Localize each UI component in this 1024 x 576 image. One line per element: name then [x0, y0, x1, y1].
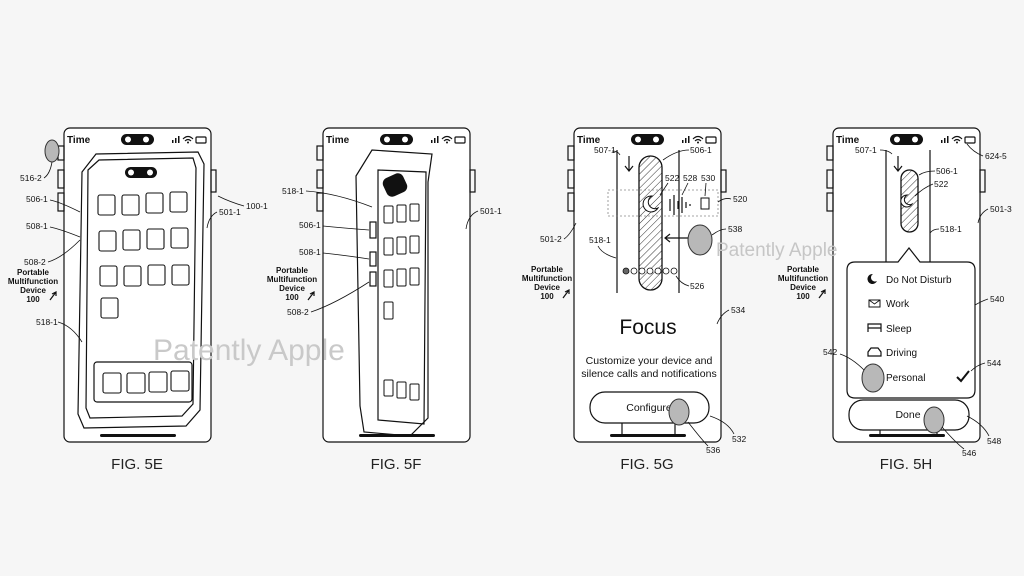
configure-button-label: Configure: [626, 402, 672, 414]
volume-down-button: [58, 193, 64, 211]
focus-title: Focus: [619, 316, 676, 339]
ref-label: 522: [934, 179, 948, 189]
ref-label: 508-1: [26, 221, 48, 231]
ref-label: 507-1: [594, 145, 616, 155]
svg-text:Device: Device: [534, 283, 560, 292]
ref-label: 520: [733, 194, 747, 204]
svg-text:Device: Device: [279, 284, 305, 293]
touch-contact: [45, 140, 59, 162]
ref-label: 518-1: [36, 317, 58, 327]
svg-text:100: 100: [540, 292, 554, 301]
menu-item-label: Work: [886, 299, 910, 310]
configure-button[interactable]: Configure: [590, 392, 709, 423]
done-button[interactable]: Done: [849, 400, 969, 430]
ref-label: 506-1: [26, 194, 48, 204]
watermark: Patently Apple: [153, 334, 345, 367]
ref-label: 530: [701, 173, 715, 183]
ref-label: 518-1: [282, 186, 304, 196]
ref-label: 508-1: [299, 247, 321, 257]
touch-contact: [688, 225, 712, 255]
watermark: Patently Apple: [716, 240, 837, 261]
ref-label: 534: [731, 305, 745, 315]
ref-label: 508-2: [24, 257, 46, 267]
ref-label: 540: [990, 294, 1004, 304]
svg-text:Multifunction: Multifunction: [522, 274, 572, 283]
figure-caption: FIG. 5H: [880, 456, 933, 473]
lock-icon: [701, 198, 709, 209]
menu-item-label: Do Not Disturb: [886, 275, 952, 286]
home-indicator: [359, 434, 435, 437]
menu-item-label: Personal: [886, 373, 925, 384]
ref-label: 100-1: [246, 201, 268, 211]
done-button-label: Done: [895, 409, 920, 421]
touch-contact: [924, 407, 944, 433]
ref-label: 506-1: [936, 166, 958, 176]
svg-text:Portable: Portable: [531, 265, 564, 274]
status-time: Time: [326, 135, 350, 146]
figure-caption: FIG. 5G: [620, 456, 673, 473]
ref-label: 506-1: [299, 220, 321, 230]
ref-label: 506-1: [690, 145, 712, 155]
volume-up-button: [58, 170, 64, 188]
ref-label: 507-1: [855, 145, 877, 155]
ref-label: 548: [987, 436, 1001, 446]
figure-caption: FIG. 5E: [111, 456, 163, 473]
ref-label: 544: [987, 358, 1001, 368]
focus-description-line-2: silence calls and notifications: [581, 368, 716, 380]
menu-item-label: Sleep: [886, 324, 912, 335]
menu-item-label: Driving: [886, 348, 917, 359]
ref-label: 532: [732, 434, 746, 444]
ref-label: 536: [706, 445, 720, 455]
svg-text:100: 100: [285, 293, 299, 302]
figure-caption: FIG. 5F: [371, 456, 422, 473]
home-indicator: [610, 434, 686, 437]
ref-label: 501-3: [990, 204, 1012, 214]
ref-label: 538: [728, 224, 742, 234]
svg-text:Portable: Portable: [17, 268, 50, 277]
ref-label: 501-1: [480, 206, 502, 216]
ref-label: 501-1: [219, 207, 241, 217]
focus-description-line-1: Customize your device and: [586, 355, 713, 367]
ref-label: 624-5: [985, 151, 1007, 161]
ref-label: 542: [823, 347, 837, 357]
svg-text:100: 100: [796, 292, 810, 301]
ref-label: 508-2: [287, 307, 309, 317]
touch-contact: [669, 399, 689, 425]
svg-text:Portable: Portable: [276, 266, 309, 275]
figure-5e: Time 516-2 506-1 508-1 508-2: [8, 128, 268, 473]
ref-label: 526: [690, 281, 704, 291]
svg-text:Multifunction: Multifunction: [778, 274, 828, 283]
home-indicator: [100, 434, 176, 437]
ref-label: 518-1: [589, 235, 611, 245]
svg-text:Device: Device: [790, 283, 816, 292]
home-indicator: [869, 434, 945, 437]
touch-contact: [862, 364, 884, 392]
ref-label: 528: [683, 173, 697, 183]
ref-label: 516-2: [20, 173, 42, 183]
svg-text:Portable: Portable: [787, 265, 820, 274]
svg-text:Multifunction: Multifunction: [267, 275, 317, 284]
ref-label: 501-2: [540, 234, 562, 244]
status-time: Time: [67, 135, 91, 146]
figure-5f: Time 518-1 506-1 508-1 Portable Multifun: [267, 128, 502, 473]
svg-text:100: 100: [26, 295, 40, 304]
svg-text:Multifunction: Multifunction: [8, 277, 58, 286]
ref-label: 546: [962, 448, 976, 458]
svg-text:Device: Device: [20, 286, 46, 295]
device-label: Portable Multifunction Device 100: [267, 266, 317, 302]
figure-5h: Time Do Not Disturb Work Sleep Driving: [778, 128, 1012, 473]
figure-5g: Time Focus Customize your device and: [522, 128, 748, 473]
ref-label: 518-1: [940, 224, 962, 234]
power-button: [211, 170, 216, 192]
ref-label: 522: [665, 173, 679, 183]
